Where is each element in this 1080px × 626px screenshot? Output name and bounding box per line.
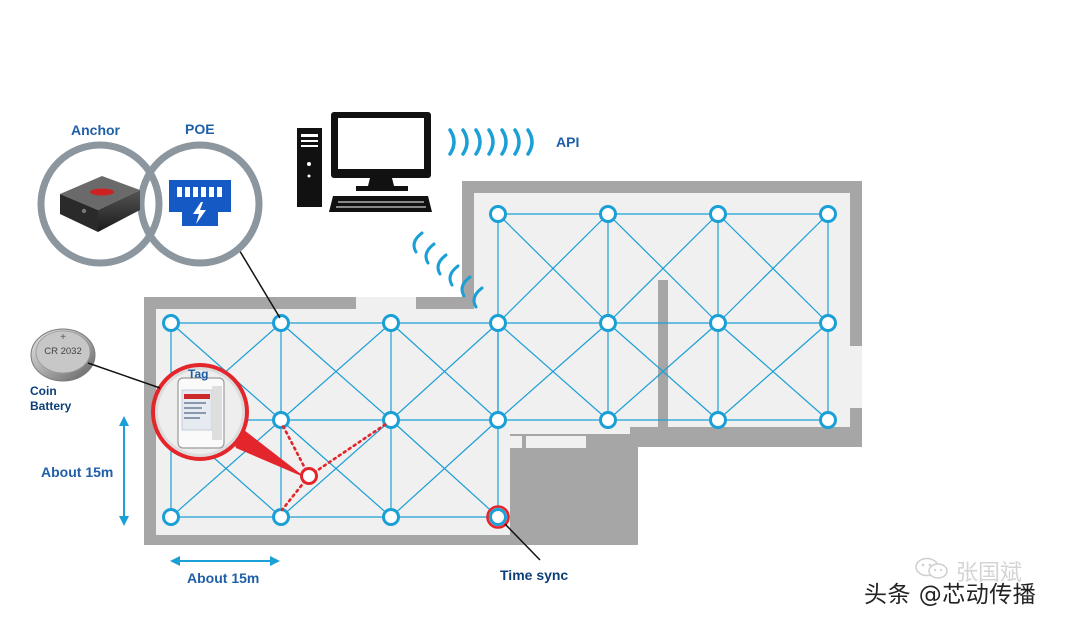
anchor-device-icon <box>60 176 140 232</box>
anchor-node <box>819 205 837 223</box>
anchor-label: Anchor <box>71 122 120 138</box>
anchor-node <box>489 411 507 429</box>
tag-device-icon <box>177 377 225 449</box>
floor-plan-dark-room <box>510 434 630 538</box>
anchor-node <box>489 314 507 332</box>
anchor-node <box>819 411 837 429</box>
coin-connector <box>87 362 161 389</box>
anchor-node <box>709 314 727 332</box>
wifi-signal-icon <box>412 231 484 309</box>
anchor-node <box>709 205 727 223</box>
anchor-poe-rings <box>37 141 263 267</box>
coin-battery-model: CR 2032 <box>44 346 82 357</box>
floor-plan <box>144 181 862 545</box>
poe-label: POE <box>185 121 215 137</box>
anchor-node <box>819 314 837 332</box>
anchor-node <box>382 411 400 429</box>
tag-label: Tag <box>188 367 208 381</box>
anchor-node <box>272 411 290 429</box>
tag-callout-pointer <box>226 416 306 478</box>
door-right <box>850 346 862 408</box>
coin-label: Coin <box>30 384 57 398</box>
poe-ethernet-icon <box>169 180 231 226</box>
time-sync-connector <box>504 523 541 561</box>
tag-position <box>300 467 318 485</box>
coin-battery-icon: + CR 2032 <box>30 328 96 382</box>
anchor-node <box>272 508 290 526</box>
watermark-ghost-text: 张国斌 <box>956 561 1023 586</box>
api-signal-icon <box>448 128 534 156</box>
anchor-node <box>162 314 180 332</box>
dimension-arrows <box>119 416 280 566</box>
anchor-mesh <box>170 213 829 518</box>
time-sync-node <box>486 505 510 529</box>
computer-icon <box>297 112 432 212</box>
tag-callout: Tag <box>151 363 249 461</box>
anchor-node <box>382 314 400 332</box>
door-top <box>356 297 416 309</box>
api-label: API <box>556 134 580 150</box>
coin-battery-plus: + <box>60 332 66 343</box>
about-15m-vertical-label: About 15m <box>41 464 114 480</box>
anchor-node <box>709 411 727 429</box>
anchor-node <box>599 205 617 223</box>
time-sync-label: Time sync <box>500 567 569 583</box>
anchor-node <box>599 411 617 429</box>
battery-label: Battery <box>30 399 72 413</box>
watermark-text: 头条 @芯动传播 <box>864 582 1037 608</box>
interior-wall <box>658 280 668 436</box>
anchor-node <box>272 314 290 332</box>
anchor-node <box>382 508 400 526</box>
anchor-node <box>162 508 180 526</box>
wechat-icon <box>915 557 948 579</box>
anchor-node <box>599 314 617 332</box>
anchor-node <box>489 205 507 223</box>
anchor-connector <box>237 247 281 319</box>
about-15m-horizontal-label: About 15m <box>187 570 260 586</box>
anchor-node <box>489 508 507 526</box>
